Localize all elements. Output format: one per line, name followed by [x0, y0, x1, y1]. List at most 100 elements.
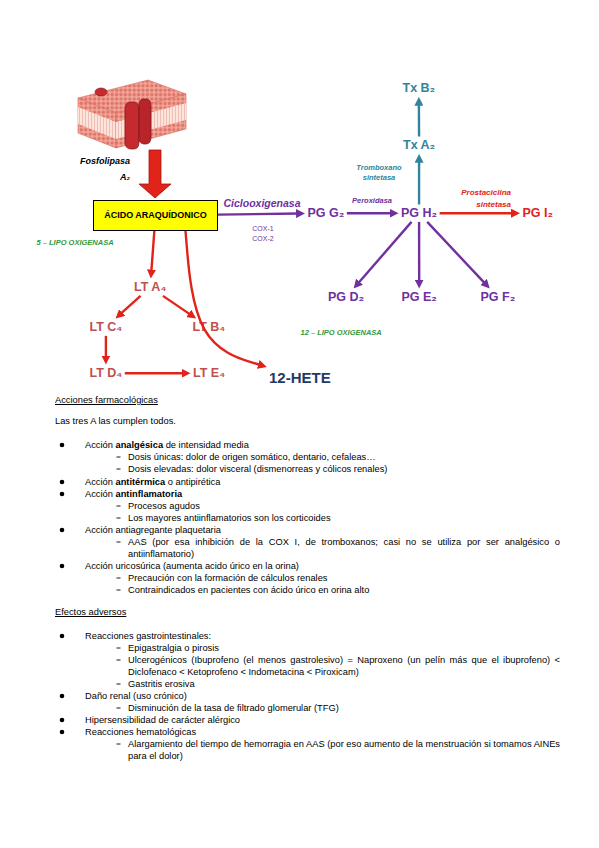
- membrane-protein: [125, 102, 139, 149]
- metabolite-node: PG D₂: [327, 290, 365, 304]
- dash-marker: [117, 744, 121, 745]
- note-text: Acciones farmacológicas: [55, 395, 158, 405]
- membrane-protein: [139, 99, 151, 144]
- membrane-front: [116, 94, 186, 148]
- bullet-dot: [60, 718, 65, 723]
- section-heading: Efectos adversos: [55, 606, 555, 618]
- node-text: LT D₄: [90, 366, 123, 380]
- metabolite-node: LT A₄: [133, 280, 167, 294]
- bullet-dot: [60, 492, 65, 497]
- metabolite-node: PG H₂: [400, 206, 438, 220]
- sub-bullet-line: Dosis elevadas: dolor visceral (dismenor…: [128, 463, 560, 475]
- note-text: Reacciones gastrointestinales:: [85, 631, 211, 641]
- sub-bullet-line: AAS (por esa inhibición de la COX I, de …: [128, 536, 560, 560]
- note-text: Acción: [85, 440, 113, 450]
- note-text: Acción: [85, 477, 113, 487]
- reaction-arrow: [105, 336, 107, 359]
- note-text: o antipirética: [168, 477, 221, 487]
- enzyme-label: 5 – LIPO OXIGENASA: [37, 239, 114, 248]
- note-text: antitérmica: [116, 477, 166, 487]
- note-text: Acción antiagregante plaquetaria: [85, 525, 221, 535]
- note-text: antinflamatoria: [116, 489, 183, 499]
- sub-bullet-line: Alargamiento del tiempo de hemorragia en…: [128, 738, 560, 762]
- metabolite-node: 12-HETE: [268, 369, 332, 386]
- node-text: LT C₄: [90, 320, 123, 334]
- note-text: Hipersensibilidad de carácter alérgico: [85, 715, 240, 725]
- note-text: Las tres A las cumplen todos.: [55, 416, 176, 426]
- metabolite-node: Tx B₂: [402, 81, 437, 95]
- metabolite-node: PG F₂: [480, 290, 517, 304]
- sub-bullet-line: Disminución de la tasa de filtrado glome…: [128, 702, 560, 714]
- bullet-line: Acción antiagregante plaquetaria: [85, 524, 560, 536]
- note-text: Reacciones hematológicas: [85, 727, 196, 737]
- dash-marker: [117, 660, 121, 661]
- metabolite-node: LT E₄: [192, 366, 226, 380]
- dash-marker: [117, 708, 121, 709]
- note-text: AAS (por esa inhibición de la COX I, de …: [128, 537, 560, 559]
- note-text: Acción: [85, 489, 113, 499]
- metabolite-node: LT C₄: [89, 320, 124, 334]
- note-text: Dosis únicas: dolor de origen somático, …: [128, 452, 376, 462]
- note-text: Dosis elevadas: dolor visceral (dismenor…: [128, 464, 387, 474]
- bullet-line: Acciónantitérmicao antipirética: [85, 476, 560, 488]
- reaction-arrow: [163, 296, 191, 315]
- reaction-arrow: [418, 160, 420, 205]
- dash-marker: [117, 457, 121, 458]
- note-text: analgésica: [116, 440, 164, 450]
- bullet-line: Hipersensibilidad de carácter alérgico: [85, 714, 560, 726]
- release-arrow: [139, 150, 171, 198]
- bullet-dot: [60, 528, 65, 533]
- note-text: Los mayores antiinflamatorios son los co…: [128, 513, 331, 523]
- reaction-arrow: [418, 103, 421, 137]
- metabolite-node: LT D₄: [89, 366, 124, 380]
- note-text: Alargamiento del tiempo de hemorragia en…: [128, 739, 560, 761]
- note-text: Precaución con la formación de cálculos …: [128, 573, 327, 583]
- membrane-protein: [95, 88, 107, 96]
- metabolite-node: PG I₂: [522, 206, 555, 220]
- node-text: ÁCIDO ARAQUÍDONICO: [104, 210, 207, 220]
- enzyme-label: Prostaciclina sintetasa: [431, 187, 511, 211]
- dash-marker: [117, 578, 121, 579]
- node-text: Tx B₂: [403, 81, 436, 95]
- node-text: LT E₄: [193, 366, 225, 380]
- dash-marker: [117, 648, 121, 649]
- dash-marker: [117, 590, 121, 591]
- enzyme-label: Ciclooxigenasa: [224, 197, 301, 209]
- note-text: Disminución de la tasa de filtrado glome…: [128, 703, 339, 713]
- bullet-line: Acciónanalgésicade intensidad media: [85, 439, 560, 451]
- membrane-side: [78, 98, 116, 148]
- bullet-dot: [60, 634, 65, 639]
- dash-marker: [117, 542, 121, 543]
- section-heading: Acciones farmacológicas: [55, 394, 555, 406]
- dash-marker: [117, 684, 121, 685]
- bullet-dot: [60, 443, 65, 448]
- curved-arrow: [186, 231, 262, 365]
- bullet-line: Daño renal (uso crónico): [85, 690, 560, 702]
- reaction-arrow: [120, 296, 141, 315]
- note-text: de intensidad media: [166, 440, 249, 450]
- reaction-arrow: [151, 231, 154, 273]
- node-text: LT B₄: [193, 320, 226, 334]
- bullet-line: Reacciones gastrointestinales:: [85, 630, 560, 642]
- enzyme-label: Fosfolipasa A₂: [76, 153, 130, 185]
- bullet-dot: [60, 730, 65, 735]
- note-text: Contraindicados en pacientes con ácido ú…: [128, 585, 369, 595]
- note-text: Daño renal (uso crónico): [85, 691, 187, 701]
- lipid-tails: [78, 107, 116, 139]
- metabolite-node: PG E₂: [401, 290, 438, 304]
- note-text: Acción uricosúrica (aumenta acido úrico …: [85, 561, 299, 571]
- metabolite-node: Tx A₂: [402, 138, 436, 152]
- note-line: Las tres A las cumplen todos.: [55, 415, 555, 427]
- sub-bullet-line: Procesos agudos: [128, 500, 560, 512]
- node-text: Tx A₂: [403, 138, 435, 152]
- note-text: Procesos agudos: [128, 501, 200, 511]
- reaction-arrow: [125, 372, 185, 374]
- enzyme-label: Peroxidasa: [352, 197, 392, 206]
- bullet-line: Acciónantinflamatoria: [85, 488, 560, 500]
- node-text: PG D₂: [328, 290, 364, 304]
- dash-marker: [117, 518, 121, 519]
- substrate-box: ÁCIDO ARAQUÍDONICO: [93, 200, 218, 231]
